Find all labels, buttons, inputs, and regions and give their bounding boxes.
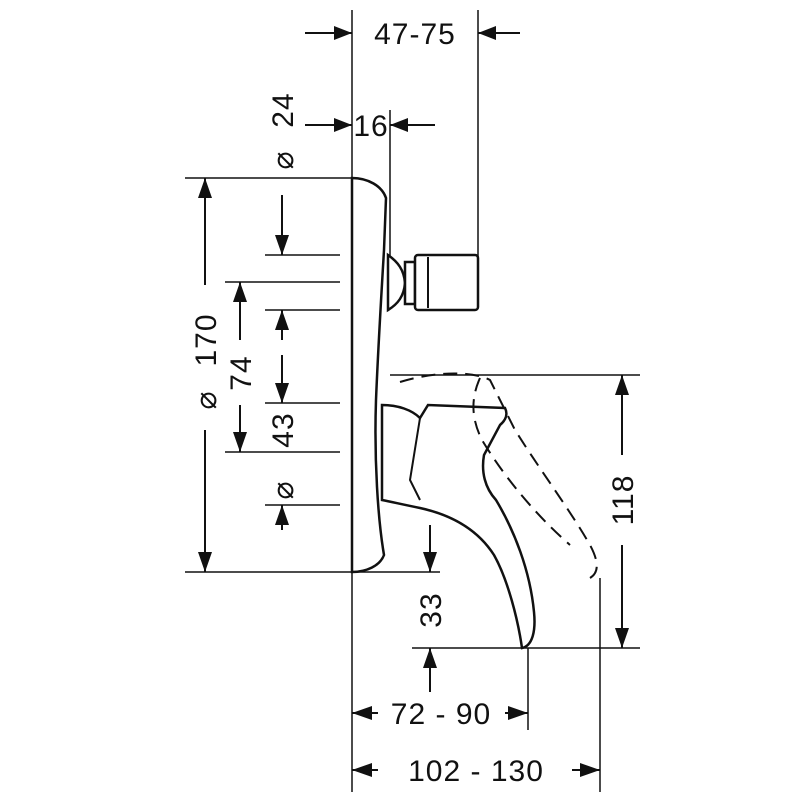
dim-projection-top: 47-75 bbox=[374, 18, 456, 51]
diameter-symbol-24: ⌀ bbox=[267, 150, 300, 169]
dim-lever-projection: 72 - 90 bbox=[391, 698, 491, 731]
diameter-symbol-43: ⌀ bbox=[267, 480, 300, 499]
dim-cartridge-diameter: 24 bbox=[267, 92, 300, 127]
dim-plate-diameter: 170 bbox=[190, 313, 223, 366]
dim-lever-drop: 33 bbox=[415, 592, 448, 627]
dim-total-projection: 102 - 130 bbox=[408, 755, 544, 788]
dim-cartridge-offset: 16 bbox=[353, 110, 388, 143]
lever-alt-position bbox=[399, 372, 598, 579]
wall-plate bbox=[350, 176, 388, 574]
diverter-knob bbox=[386, 252, 480, 313]
extension-lines bbox=[185, 10, 640, 792]
mixer-lever bbox=[380, 403, 536, 650]
dimension-lines bbox=[198, 26, 629, 777]
dim-center-distance: 74 bbox=[225, 355, 258, 390]
diameter-symbol-170: ⌀ bbox=[190, 390, 223, 409]
dim-lever-height: 118 bbox=[607, 475, 640, 526]
dim-lever-hub-diameter: 43 bbox=[267, 412, 300, 447]
